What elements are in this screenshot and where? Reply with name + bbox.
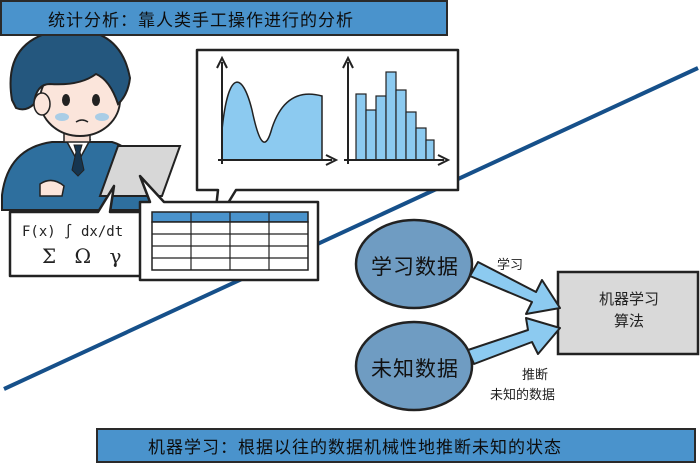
- formula-text-line1: F(x) ∫ dx/dt: [22, 224, 124, 240]
- algorithm-label-line2: 算法: [613, 312, 644, 330]
- algorithm-box: [556, 270, 700, 356]
- machine-learning-title: 机器学习：根据以往的数据机械性地推断未知的状态: [148, 438, 562, 458]
- algorithm-label: 机器学习 算法: [565, 288, 693, 332]
- laptop: [98, 145, 182, 197]
- learn-arrow-label: 学习: [497, 258, 524, 273]
- training-data-label: 学习数据: [371, 255, 459, 279]
- area-chart-fill: [221, 81, 323, 161]
- hist-bar: [405, 111, 417, 161]
- learn-arrow: [469, 261, 561, 315]
- formula-speech-bubble: [8, 184, 150, 278]
- statistical-analysis-title: 统计分析：靠人类手工操作进行的分析: [48, 10, 354, 31]
- hist-bar: [355, 93, 367, 161]
- hist-bar: [365, 109, 377, 161]
- hist-bar: [385, 71, 397, 161]
- area-chart-sketch: [216, 55, 339, 166]
- person-tie: [71, 144, 85, 177]
- hist-bar: [375, 95, 387, 161]
- hist-bar: [415, 127, 427, 161]
- unknown-data-oval: [354, 320, 474, 412]
- diagonal-divider: [3, 66, 699, 391]
- histogram-sketch: [342, 55, 451, 166]
- person-figure: [1, 28, 182, 211]
- data-table-sketch: [151, 211, 309, 271]
- algorithm-label-line1: 机器学习: [598, 290, 659, 308]
- unknown-data-label: 未知数据: [371, 357, 459, 381]
- training-data-oval: [354, 218, 474, 310]
- formula-text-line2: Σ Ω γ: [42, 244, 128, 268]
- statistical-analysis-banner: 统计分析：靠人类手工操作进行的分析: [0, 0, 448, 36]
- infer-arrow-label-line1: 推断: [522, 368, 549, 383]
- infer-arrow: [467, 317, 561, 365]
- machine-learning-banner: 机器学习：根据以往的数据机械性地推断未知的状态: [96, 428, 696, 463]
- hist-bar: [395, 89, 407, 161]
- hist-bar: [425, 139, 435, 161]
- infer-arrow-label-line2: 未知的数据: [490, 388, 556, 403]
- chart-speech-bubble: [195, 48, 460, 228]
- table-speech-bubble: [138, 174, 320, 282]
